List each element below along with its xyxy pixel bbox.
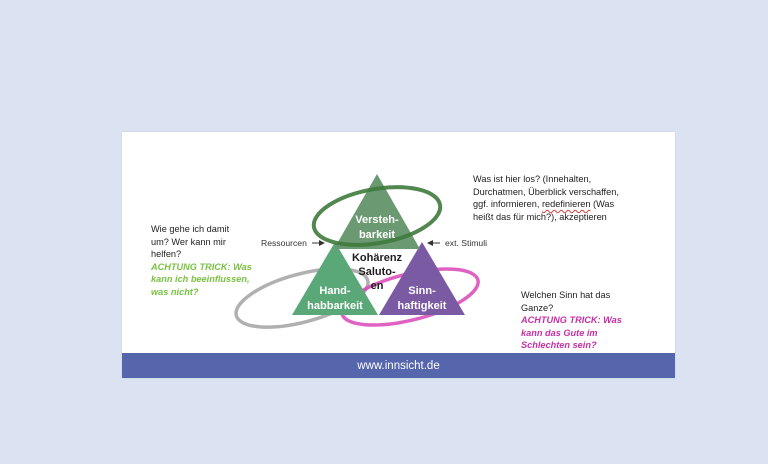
top-right-line-3: ggf. informieren, redefinieren (Was — [473, 199, 615, 209]
left-triangle-label-2: habbarkeit — [307, 300, 363, 312]
left-line-2: um? Wer kann mir — [151, 236, 226, 247]
left-trick-2: kann ich beeinflussen, — [151, 274, 250, 284]
left-triangle-label-1: Hand- — [319, 285, 351, 297]
footer-bar: www.innsicht.de — [122, 353, 675, 378]
bottom-right-line-1: Welchen Sinn hat das — [521, 290, 611, 300]
bottom-right-line-2: Ganze? — [521, 302, 554, 313]
left-triangle — [292, 242, 378, 315]
right-triangle-label-1: Sinn- — [408, 285, 436, 297]
right-triangle — [379, 242, 465, 315]
right-triangle-label-2: haftigkeit — [398, 300, 447, 312]
left-line-3: helfen? — [151, 249, 182, 259]
top-right-question-block: Was ist hier los? (Innehalten, Durchatme… — [473, 173, 619, 223]
left-line-1: Wie gehe ich damit — [151, 224, 230, 234]
center-label-2: Saluto- — [358, 266, 396, 278]
arrow-stimuli — [427, 240, 440, 246]
top-triangle — [334, 174, 420, 249]
center-label-3: en — [371, 280, 384, 292]
stimuli-label: ext. Stimuli — [445, 238, 488, 248]
arrow-ressourcen — [312, 240, 325, 246]
top-ring — [311, 185, 443, 247]
top-right-line-1: Was ist hier los? (Innehalten, — [473, 174, 592, 184]
bottom-right-question-block: Welchen Sinn hat das Ganze? ACHTUNG TRIC… — [521, 289, 622, 352]
top-right-line-2: Durchatmen, Überblick verschaffen, — [473, 186, 619, 197]
slide: Versteh- barkeit Hand- habbarkeit Sinn- … — [122, 132, 675, 378]
top-triangle-label-2: barkeit — [359, 229, 395, 241]
left-ring — [234, 267, 370, 329]
left-trick-3: was nicht? — [151, 286, 199, 297]
top-triangle-label-1: Versteh- — [355, 214, 399, 226]
salutogenesis-diagram: Versteh- barkeit Hand- habbarkeit Sinn- … — [234, 174, 480, 329]
bottom-right-trick-2: kann das Gute im — [521, 327, 598, 338]
center-label-1: Kohärenz — [352, 252, 403, 264]
bottom-right-trick-3: Schlechten sein? — [521, 340, 597, 350]
left-trick-1: ACHTUNG TRICK: Was — [151, 261, 252, 272]
ressourcen-label: Ressourcen — [261, 238, 307, 248]
left-question-block: Wie gehe ich damit um? Wer kann mir helf… — [151, 223, 252, 298]
top-right-line-4: heißt das für mich?), akzeptieren — [473, 211, 607, 222]
footer-url[interactable]: www.innsicht.de — [357, 359, 440, 372]
redefinieren-word: redefinieren — [541, 199, 591, 209]
bottom-right-trick-1: ACHTUNG TRICK: Was — [521, 315, 622, 325]
